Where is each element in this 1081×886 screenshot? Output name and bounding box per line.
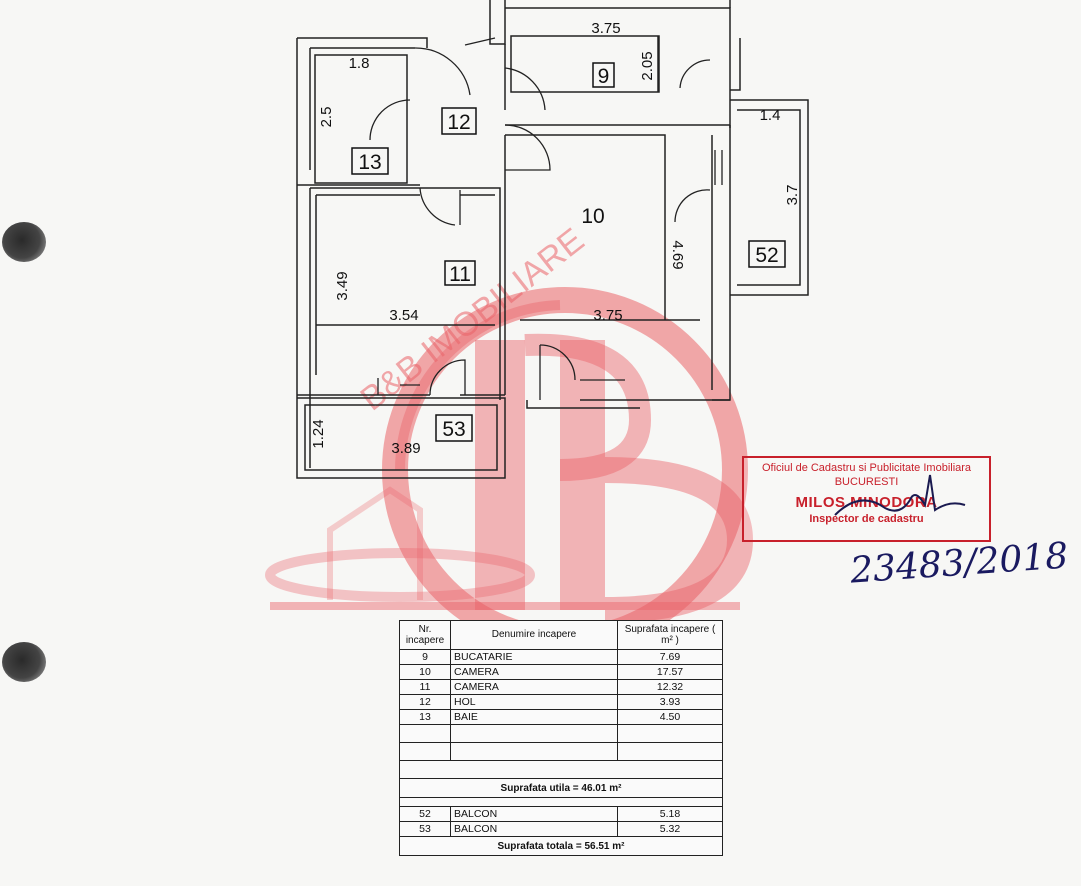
dim-room11-height: 3.49 (334, 271, 351, 300)
dim-room10-height: 4.69 (669, 240, 686, 269)
stamp-city-line: BUCURESTI (834, 476, 899, 489)
stamp-office-line: Oficiul de Cadastru si Publicitate Imobi… (761, 462, 972, 474)
cell-area: 17.57 (617, 664, 723, 680)
cell-name: BAIE (450, 709, 618, 725)
table-row-empty (399, 760, 723, 779)
table-row: 10 CAMERA 17.57 (399, 664, 723, 680)
room-number-53: 53 (442, 418, 465, 441)
cell-nr: 52 (399, 806, 451, 822)
room-labels: 9 10 11 12 13 52 53 (351, 62, 786, 442)
room-areas-table: Nr. incapere Denumire incapere Suprafata… (399, 620, 723, 856)
table-row-empty (399, 742, 723, 761)
cell-nr: 13 (399, 709, 451, 725)
header-nr: Nr. incapere (399, 620, 451, 650)
table-row: 9 BUCATARIE 7.69 (399, 649, 723, 665)
useful-area-row: Suprafata utila = 46.01 m² (399, 778, 723, 798)
cell-nr: 10 (399, 664, 451, 680)
stamp-inspector-name: MILOS MINODORA (795, 493, 938, 511)
dim-room11-width: 3.54 (389, 307, 418, 324)
table-row-empty (399, 724, 723, 743)
room-number-10: 10 (581, 205, 604, 228)
header-area: Suprafata incapere ( m² ) (617, 620, 723, 650)
cell-name: BUCATARIE (450, 649, 618, 665)
dimension-labels: 3.75 2.05 4.69 3.75 3.54 3.49 1.8 2.5 1.… (310, 20, 801, 457)
total-area-row: Suprafata totala = 56.51 m² (399, 836, 723, 856)
grand-area-total: Suprafata totala = 56.51 m² (399, 836, 723, 856)
cell-area: 4.50 (617, 709, 723, 725)
cell-area: 7.69 (617, 649, 723, 665)
table-row: 11 CAMERA 12.32 (399, 679, 723, 695)
door-swings (369, 37, 723, 400)
cell-name: HOL (450, 694, 618, 710)
dim-kitchen-height: 2.05 (639, 51, 656, 80)
cell-area: 3.93 (617, 694, 723, 710)
room-number-11: 11 (449, 263, 471, 286)
table-row: 12 HOL 3.93 (399, 694, 723, 710)
dim-balcony53-height: 1.24 (310, 419, 327, 448)
cadastre-stamp: Oficiul de Cadastru si Publicitate Imobi… (742, 456, 991, 542)
room-number-52: 52 (755, 244, 778, 267)
dim-balcony52-height: 3.7 (784, 185, 801, 206)
room-number-12: 12 (447, 111, 470, 134)
header-name: Denumire incapere (450, 620, 618, 650)
punch-hole-bottom (2, 642, 46, 682)
stamp-inspector-title: Inspector de cadastru (809, 513, 924, 526)
dim-kitchen-width: 3.75 (591, 20, 620, 37)
cell-name: BALCON (450, 806, 618, 822)
dim-balcony53-width: 3.89 (391, 440, 420, 457)
dim-room10-width: 3.75 (593, 307, 622, 324)
cell-area: 5.18 (617, 806, 723, 822)
cell-nr: 9 (399, 649, 451, 665)
signature (834, 474, 966, 516)
table-header-row: Nr. incapere Denumire incapere Suprafata… (399, 620, 723, 650)
table-row-empty (399, 797, 723, 807)
dim-bath-height: 2.5 (318, 107, 335, 128)
dim-balcony52-width: 1.4 (760, 107, 781, 124)
cell-name: CAMERA (450, 664, 618, 680)
table-row: 52 BALCON 5.18 (399, 806, 723, 822)
room-number-13: 13 (358, 151, 381, 174)
walls (296, 0, 809, 479)
useful-area-total: Suprafata utila = 46.01 m² (399, 778, 723, 798)
cell-nr: 53 (399, 821, 451, 837)
room-number-9: 9 (598, 65, 610, 88)
cell-name: BALCON (450, 821, 618, 837)
cell-area: 5.32 (617, 821, 723, 837)
cell-nr: 12 (399, 694, 451, 710)
table-row: 53 BALCON 5.32 (399, 821, 723, 837)
cell-area: 12.32 (617, 679, 723, 695)
table-row: 13 BAIE 4.50 (399, 709, 723, 725)
cell-nr: 11 (399, 679, 451, 695)
dim-bath-width: 1.8 (349, 55, 370, 72)
cell-name: CAMERA (450, 679, 618, 695)
punch-hole-top (2, 222, 46, 262)
